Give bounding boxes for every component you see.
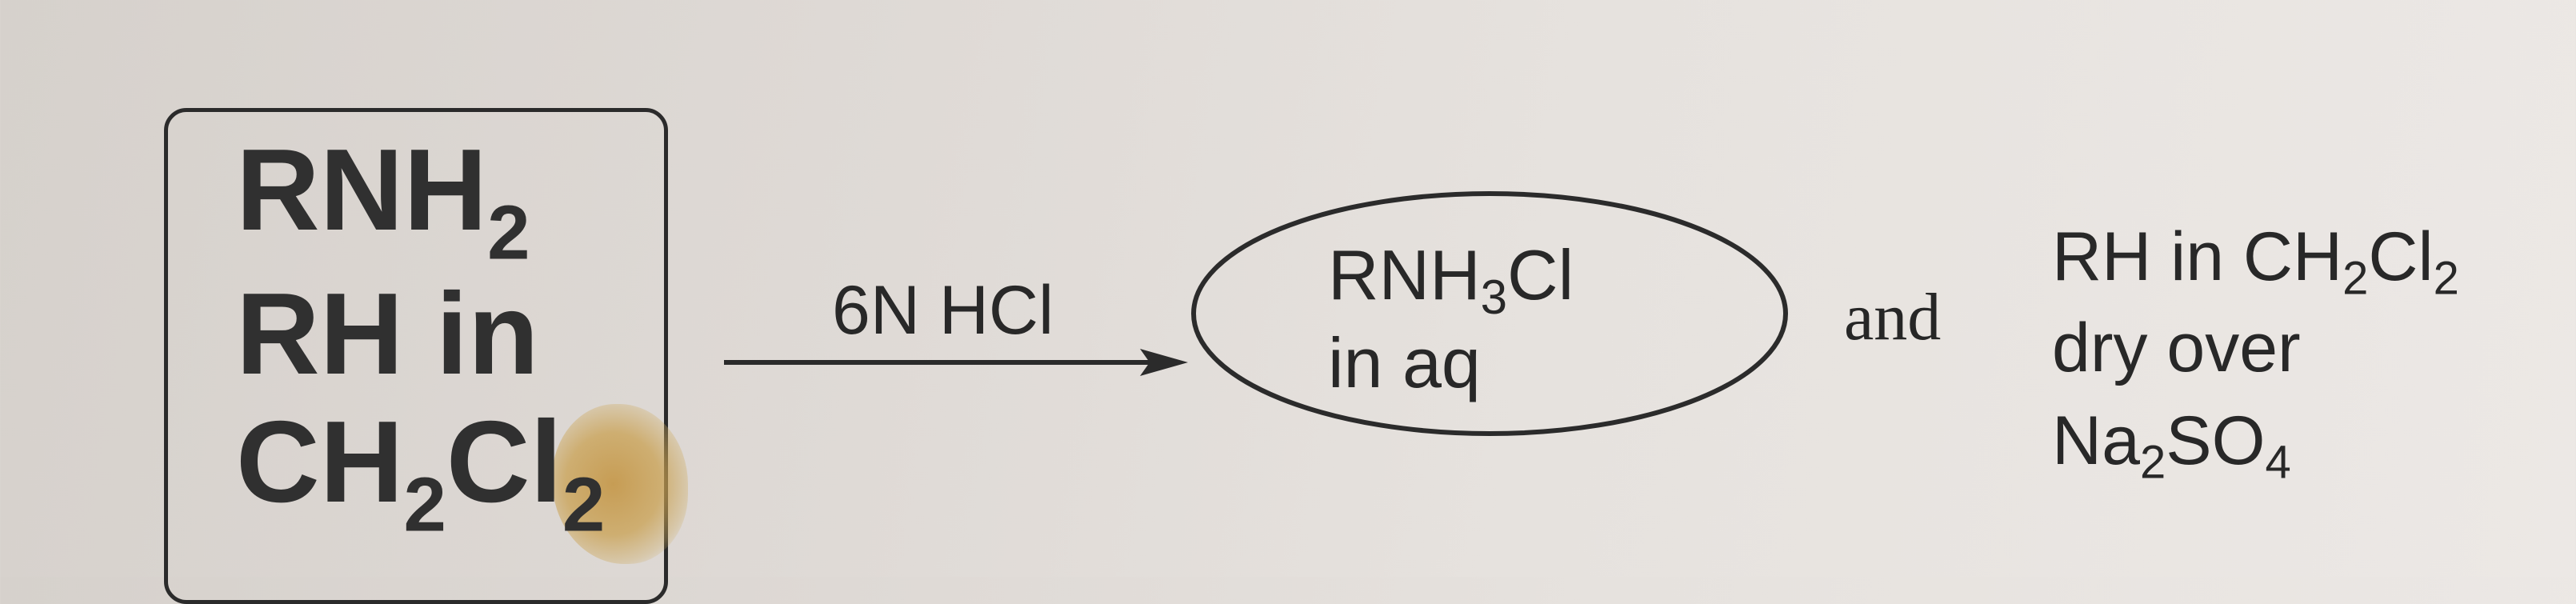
stain-mark: [552, 404, 688, 564]
reactant-line-solvent: CH2Cl2: [236, 397, 606, 548]
reaction-scheme: RNH2 RH in CH2Cl2 6N HCl RNH3Cl in aq an…: [164, 108, 2459, 604]
reactant-line-amine: RNH2: [236, 125, 530, 276]
drying-agent-formula: Na2SO4: [2052, 402, 2291, 489]
connector-text: and: [1844, 280, 1942, 354]
product-ellipse: [1191, 191, 1788, 436]
product-aqueous-phase: in aq: [1328, 323, 1481, 402]
reactant-line-rh: RH in: [236, 269, 539, 398]
product-organic-formula: RH in CH2Cl2: [2052, 218, 2459, 305]
product-aqueous-formula: RNH3Cl: [1328, 235, 1574, 324]
reaction-arrow: [724, 349, 1188, 376]
product-organic-instruction: dry over: [2052, 310, 2301, 386]
reagent-label: 6N HCl: [832, 272, 1054, 349]
